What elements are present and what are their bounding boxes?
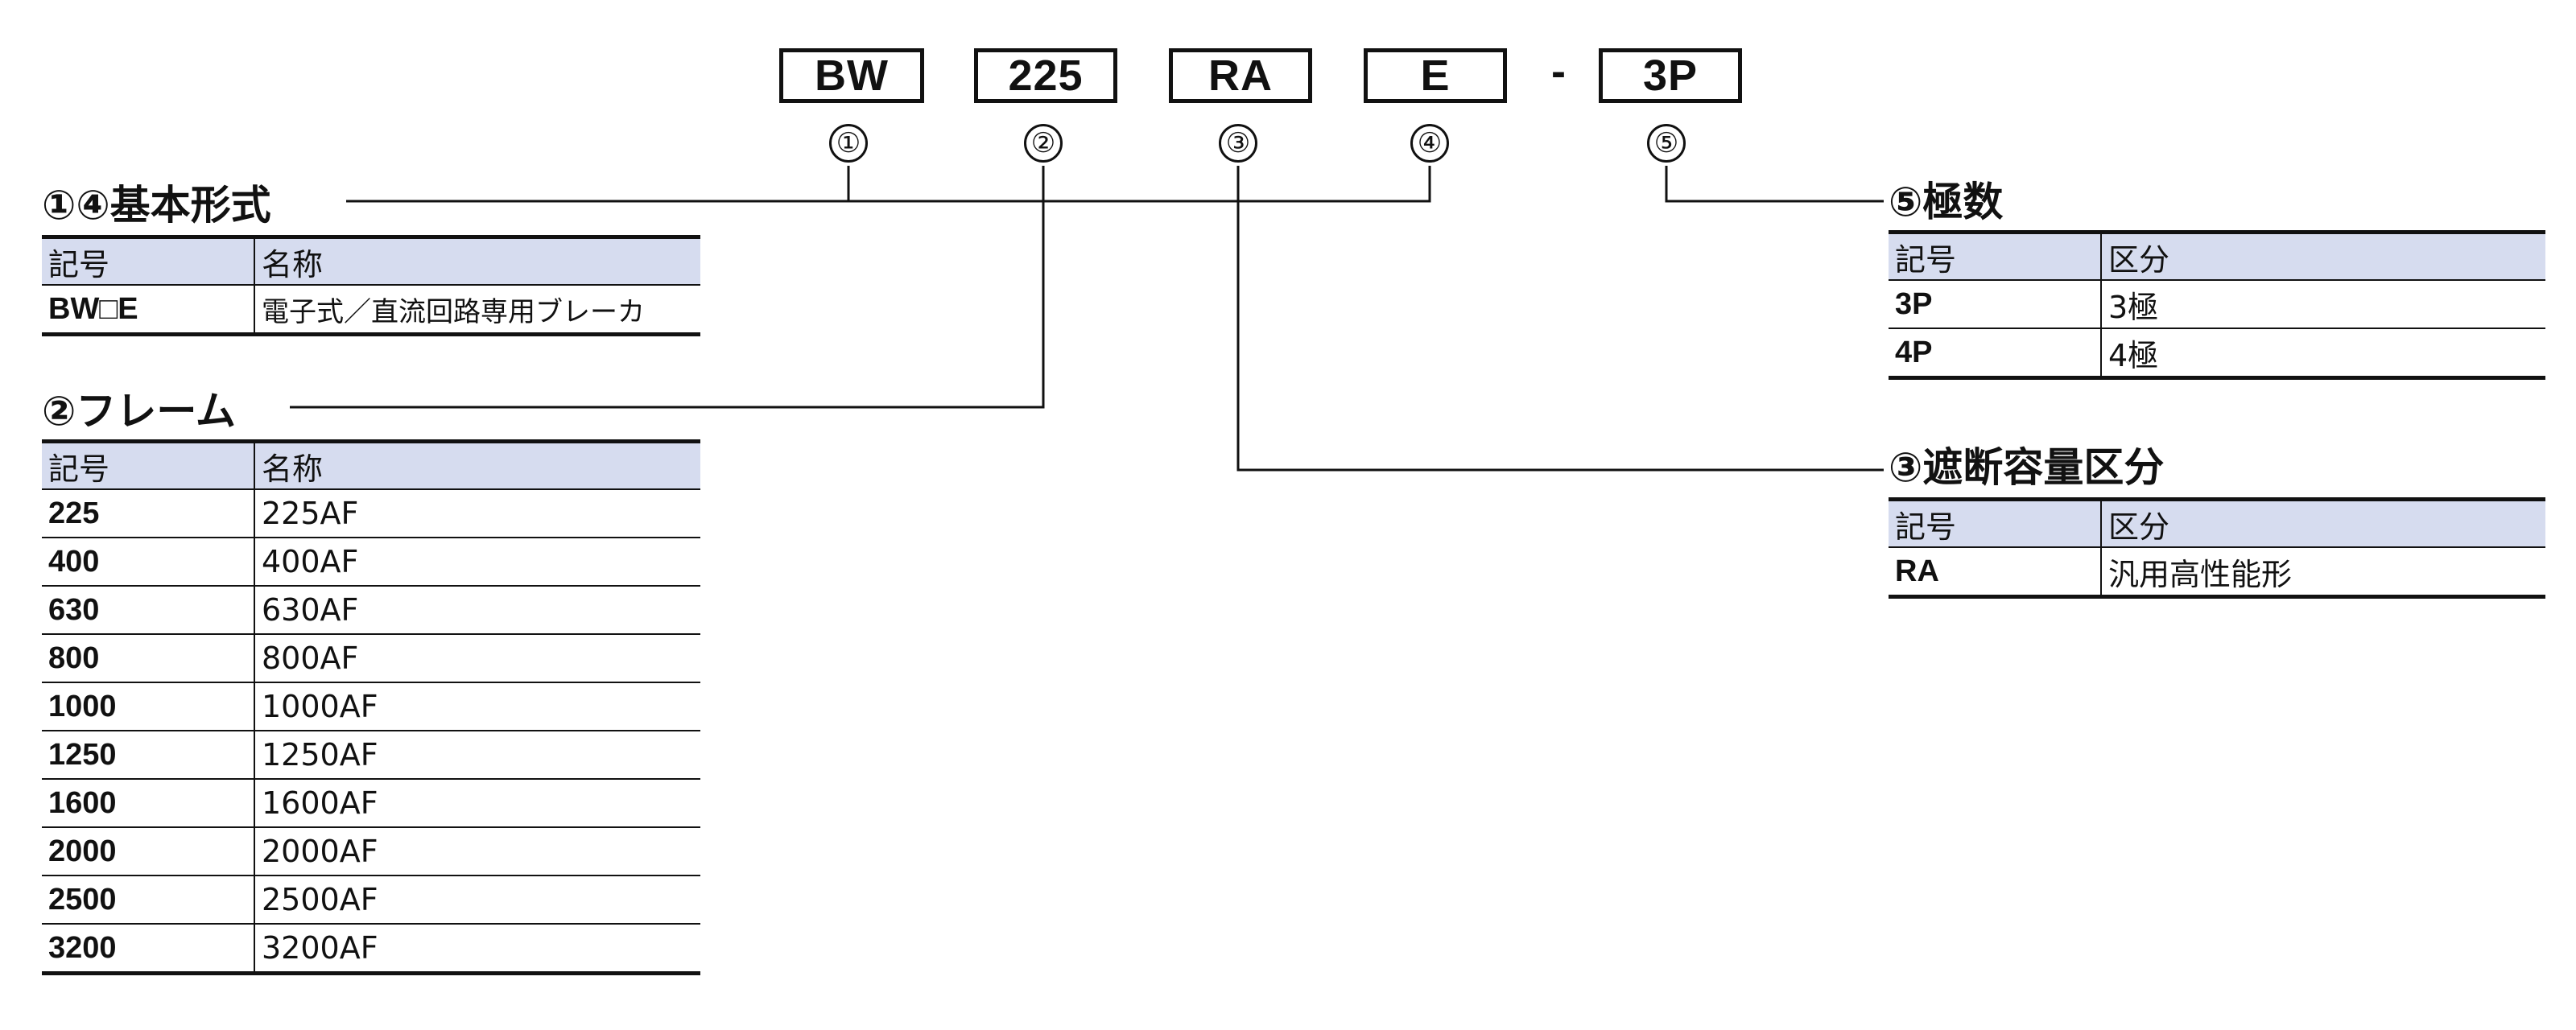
cell-symbol: BW□E — [48, 291, 138, 326]
cell-symbol: 1250 — [42, 731, 254, 780]
cell-symbol: 1000 — [42, 682, 254, 731]
column-header-symbol: 記号 — [42, 237, 254, 286]
code-breaking-capacity: RA — [1208, 52, 1273, 100]
table-header-row: 記号 区分 — [1889, 499, 2545, 548]
marker-4: ④ — [1410, 124, 1449, 163]
basic-type-table: 記号 名称 BW□E 電子式／直流回路専用ブレーカ — [42, 235, 700, 336]
table-header-row: 記号 名称 — [42, 237, 700, 286]
cell-symbol: RA — [1895, 554, 1939, 588]
cell-symbol: 3200 — [48, 930, 117, 965]
code-box-type: E — [1364, 48, 1507, 103]
cell-symbol: 2500 — [42, 876, 254, 925]
marker-3: ③ — [1219, 124, 1257, 163]
cell-name: 2000AF — [254, 827, 700, 876]
code-type: E — [1420, 52, 1451, 100]
cell-category: 汎用高性能形 — [2100, 547, 2545, 597]
cell-name: 400AF — [254, 538, 700, 587]
cell-name: 2500AF — [254, 876, 700, 925]
cell-symbol: 800 — [42, 634, 254, 683]
cell-symbol: 225 — [42, 489, 254, 538]
breaking-capacity-table: 記号 区分 RA 汎用高性能形 — [1889, 497, 2545, 599]
frame-title: ②フレーム — [42, 391, 244, 431]
cell-symbol: 400 — [42, 538, 254, 587]
breaking-capacity-title: ③遮断容量区分 — [1889, 447, 2173, 488]
cell-symbol: 1600 — [42, 779, 254, 828]
cell-name: 3200AF — [254, 924, 700, 974]
cell-symbol: 4P — [1895, 335, 1933, 369]
cell-name: 1600AF — [254, 779, 700, 828]
code-box-frame: 225 — [974, 48, 1117, 103]
table-row: BW□E 電子式／直流回路専用ブレーカ — [42, 285, 700, 335]
code-dash: - — [1551, 47, 1566, 96]
table-header-row: 記号 名称 — [42, 441, 700, 490]
column-header-symbol: 記号 — [1889, 499, 2101, 548]
cell-name: 1000AF — [254, 682, 700, 731]
table-row: RA 汎用高性能形 — [1889, 547, 2545, 597]
column-header-name: 名称 — [254, 237, 700, 286]
cell-symbol: 3P — [1889, 280, 2101, 329]
cell-name: 800AF — [254, 634, 700, 683]
cell-name: 1250AF — [254, 731, 700, 780]
code-frame: 225 — [1008, 52, 1084, 100]
code-box-series: BW — [779, 48, 924, 103]
cell-symbol: 2000 — [42, 827, 254, 876]
leader-line-poles — [1665, 166, 1884, 203]
leader-line-breaking-capacity — [1236, 166, 1884, 472]
code-series: BW — [815, 52, 889, 100]
column-header-symbol: 記号 — [1889, 232, 2101, 281]
leader-line-frame — [290, 166, 1045, 409]
cell-name: 電子式／直流回路専用ブレーカ — [254, 285, 700, 335]
table-row: 3200 3200AF — [42, 924, 700, 974]
table-row: 4P 4極 — [1889, 328, 2545, 378]
marker-2: ② — [1024, 124, 1063, 163]
cell-name: 225AF — [254, 489, 700, 538]
column-header-category: 区分 — [2100, 499, 2545, 548]
code-box-poles: 3P — [1599, 48, 1742, 103]
column-header-symbol: 記号 — [42, 441, 254, 490]
column-header-category: 区分 — [2100, 232, 2545, 281]
marker-5: ⑤ — [1647, 124, 1686, 163]
leader-line-1-4 — [847, 166, 1431, 203]
cell-category: 4極 — [2100, 328, 2545, 378]
basic-type-title: ①④基本形式 — [42, 185, 279, 225]
cell-symbol: 630 — [42, 586, 254, 635]
cell-name: 630AF — [254, 586, 700, 635]
table-header-row: 記号 区分 — [1889, 232, 2545, 281]
code-box-breaking-capacity: RA — [1169, 48, 1312, 103]
code-poles: 3P — [1642, 52, 1699, 100]
cell-category: 3極 — [2100, 280, 2545, 329]
column-header-name: 名称 — [254, 441, 700, 490]
marker-1: ① — [829, 124, 868, 163]
poles-title: ⑤極数 — [1889, 182, 2012, 222]
